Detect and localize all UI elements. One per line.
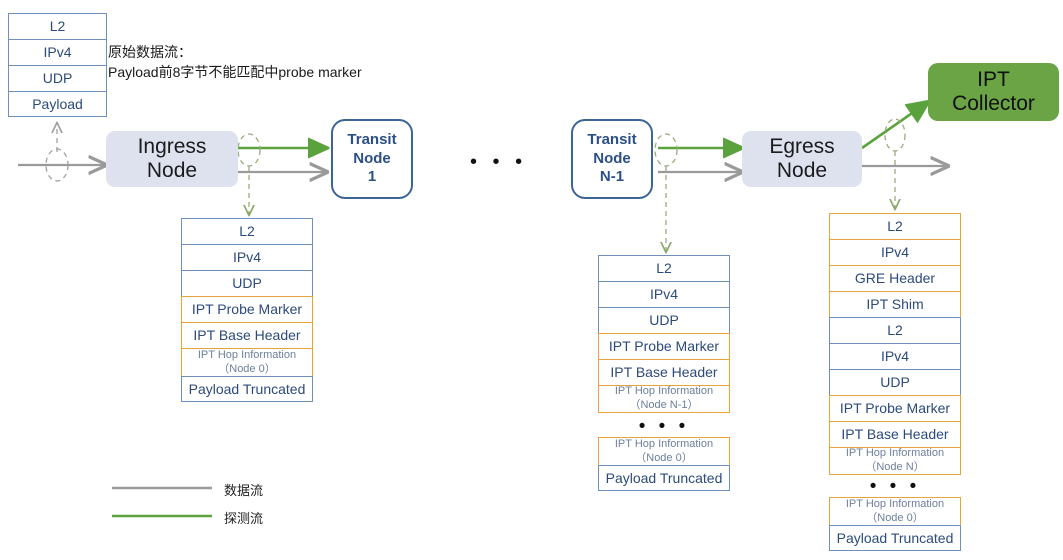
stack-row-sublabel: （Node 0） (218, 362, 276, 375)
stack-row: IPT Base Header (598, 359, 730, 385)
stack-row: L2 (8, 13, 107, 39)
stack-row: Payload (8, 91, 107, 117)
legend-label-probe-flow: 探测流 (224, 511, 264, 526)
legend-label-data-flow: 数据流 (224, 483, 264, 498)
stack-row: Payload Truncated (598, 465, 730, 491)
stack-row: L2 (181, 218, 313, 244)
stack-row: IPT Hop Information（Node 0） (181, 348, 313, 376)
tap-egress-packet (884, 118, 906, 208)
stack-row: L2 (829, 213, 961, 239)
node-egress[interactable]: Egress Node (742, 131, 862, 187)
ellipsis-between-nodes: • • • (470, 151, 528, 173)
stack-row: IPv4 (829, 239, 961, 265)
annotation-original-flow: 原始数据流： Payload前8字节不能匹配中probe marker (108, 44, 362, 81)
node-ipt-collector[interactable]: IPT Collector (928, 63, 1059, 121)
arrow-probe-egress-collector (861, 102, 928, 150)
stack-row: UDP (8, 65, 107, 91)
stack-row: L2 (829, 317, 961, 343)
stack-row-sublabel: （Node N） (865, 461, 925, 473)
stack-row: IPT Shim (829, 291, 961, 317)
node-transit-1[interactable]: Transit Node 1 (331, 119, 413, 199)
stack-row-label: IPT Hop Information (197, 348, 297, 361)
stack-row: GRE Header (829, 265, 961, 291)
ellipsis-egress-stack: • • • (869, 476, 921, 497)
tap-original-packet (45, 124, 69, 182)
stack-row: IPT Hop Information（Node 0） (829, 497, 961, 525)
stack-row: IPv4 (829, 343, 961, 369)
ellipsis-transit-stack: • • • (638, 416, 690, 437)
stack-row-sublabel: （Node 0） (866, 511, 924, 524)
stack-row: UDP (598, 307, 730, 333)
tap-ingress-packet (237, 133, 261, 214)
stack-row: IPv4 (8, 39, 107, 65)
stack-row-sublabel: （Node N-1） (629, 399, 699, 411)
stack-egress-packet-lower: IPT Hop Information（Node 0）Payload Trunc… (829, 497, 961, 551)
node-transit-n-1[interactable]: Transit Node N-1 (571, 119, 653, 199)
stack-row: IPT Base Header (181, 322, 313, 348)
stack-row: UDP (829, 369, 961, 395)
stack-row-label: IPT Hop Information (614, 385, 714, 398)
stack-row: IPv4 (181, 244, 313, 270)
stack-row: L2 (598, 255, 730, 281)
stack-row-sublabel: （Node 0） (635, 451, 693, 464)
stack-row: IPT Probe Marker (829, 395, 961, 421)
stack-row: UDP (181, 270, 313, 296)
node-ingress[interactable]: Ingress Node (106, 131, 238, 187)
stack-transit-packet-lower: IPT Hop Information（Node 0）Payload Trunc… (598, 437, 730, 491)
stack-row: IPv4 (598, 281, 730, 307)
stack-row-label: IPT Hop Information (845, 447, 945, 460)
stack-row: IPT Base Header (829, 421, 961, 447)
stack-row-label: IPT Hop Information (845, 497, 945, 510)
stack-row: IPT Hop Information（Node N-1） (598, 385, 730, 413)
stack-row: IPT Hop Information（Node 0） (598, 437, 730, 465)
stack-row-label: IPT Hop Information (614, 437, 714, 450)
tap-transit-packet (654, 133, 678, 251)
stack-row: IPT Probe Marker (181, 296, 313, 322)
stack-row: IPT Probe Marker (598, 333, 730, 359)
stack-row: Payload Truncated (829, 525, 961, 551)
stack-row: Payload Truncated (181, 376, 313, 402)
stack-row: IPT Hop Information（Node N） (829, 447, 961, 475)
